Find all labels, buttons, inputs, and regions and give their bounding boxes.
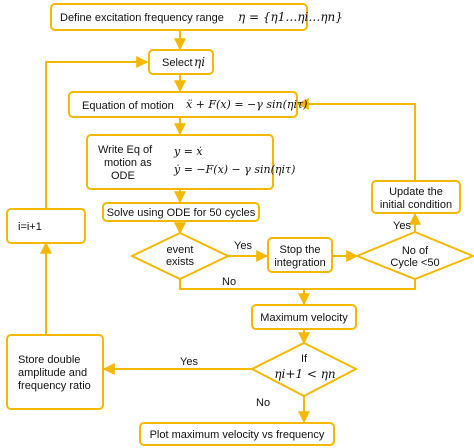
arrow-update-to-equation — [296, 98, 416, 180]
update-box: Update the initial condition — [371, 180, 461, 214]
solve-box: Solve using ODE for 50 cycles — [102, 202, 260, 222]
update-line2: initial condition — [379, 199, 453, 211]
write-ode-math1: y = ẋ — [174, 145, 203, 158]
cycle-yes-label: Yes — [393, 220, 411, 232]
event-no-label: No — [222, 276, 237, 288]
define-range-math: η = {η1…ηi…ηn} — [238, 10, 343, 24]
if-yes-label: Yes — [180, 356, 198, 368]
if-no-label: No — [256, 397, 271, 409]
stop-line2: integration — [274, 257, 326, 269]
equation-label: Equation of motion — [82, 100, 174, 112]
if-diamond — [249, 341, 359, 398]
store-line3: frequency ratio — [18, 380, 91, 392]
if-math: ηi+1 < ηn — [274, 367, 336, 381]
select-box: Select ηi — [148, 49, 214, 75]
event-line1: event — [166, 244, 194, 256]
store-line1: Store double — [18, 354, 81, 366]
plot-label: Plot maximum velocity vs frequency — [149, 429, 325, 441]
if-line1: If — [300, 353, 308, 365]
select-math: ηi — [194, 55, 206, 69]
event-line2: exists — [165, 256, 195, 268]
select-label: Select — [162, 57, 193, 69]
event-yes-label: Yes — [234, 240, 252, 252]
store-line2: amplitude and — [18, 367, 88, 379]
line-event-no — [179, 279, 304, 290]
cycle-line1: No of — [401, 245, 429, 257]
equation-math: ẍ + F(x) = −γ sin(ηiτ) — [186, 98, 308, 111]
write-ode-line3: ODE — [111, 170, 135, 182]
cycle-line2: Cycle <50 — [390, 257, 440, 269]
increment-label: i=i+1 — [18, 221, 42, 233]
update-line1: Update the — [389, 186, 443, 198]
line-cycle-no — [304, 279, 416, 290]
define-range-label: Define excitation frequency range — [60, 12, 224, 24]
equation-box: Equation of motion ẍ + F(x) = −γ sin(ηiτ… — [68, 91, 307, 118]
cycle-diamond — [354, 230, 474, 281]
max-velocity-box: Maximum velocity — [251, 304, 357, 330]
increment-box: i=i+1 — [6, 208, 86, 244]
write-ode-line2: motion as — [104, 157, 152, 169]
solve-label: Solve using ODE for 50 cycles — [106, 207, 256, 219]
event-diamond — [129, 231, 231, 281]
stop-line1: Stop the — [279, 244, 321, 256]
stop-box: Stop the integration — [267, 237, 333, 273]
arrow-increment-to-select — [45, 56, 149, 208]
define-range-box: Define excitation frequency range η = {η… — [50, 3, 343, 31]
plot-box: Plot maximum velocity vs frequency — [139, 422, 335, 446]
write-ode-math2: ẏ = −F(x) − γ sin(ηiτ) — [174, 163, 296, 176]
write-ode-box: Write Eq of motion as ODE y = ẋ ẏ = −F(x… — [86, 134, 295, 190]
max-velocity-label: Maximum velocity — [260, 312, 348, 324]
write-ode-line1: Write Eq of — [98, 144, 153, 156]
store-box: Store double amplitude and frequency rat… — [6, 334, 104, 410]
